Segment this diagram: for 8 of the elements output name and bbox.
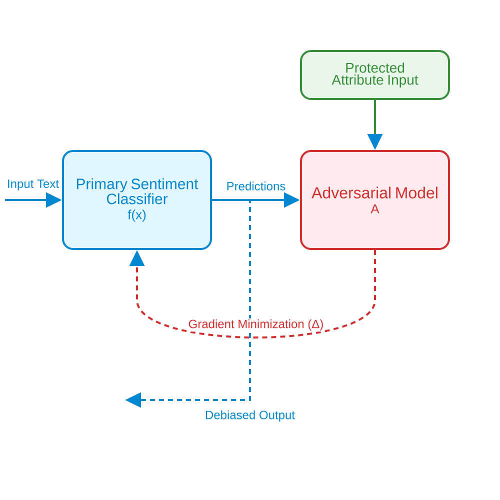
input-box: Protected Attribute Input — [300, 50, 450, 100]
dashed-arrow — [129, 250, 376, 338]
edge-label: Predictions — [225, 180, 287, 192]
edge-label: Input Text — [6, 178, 60, 192]
classifier-box: Primary Sentiment Classifier f(x) — [62, 150, 212, 250]
edge-label: Debiased Output — [204, 409, 296, 423]
edge-label: Gradient Minimization (Δ) — [187, 318, 325, 332]
model-box: Adversarial Model A — [300, 150, 450, 250]
